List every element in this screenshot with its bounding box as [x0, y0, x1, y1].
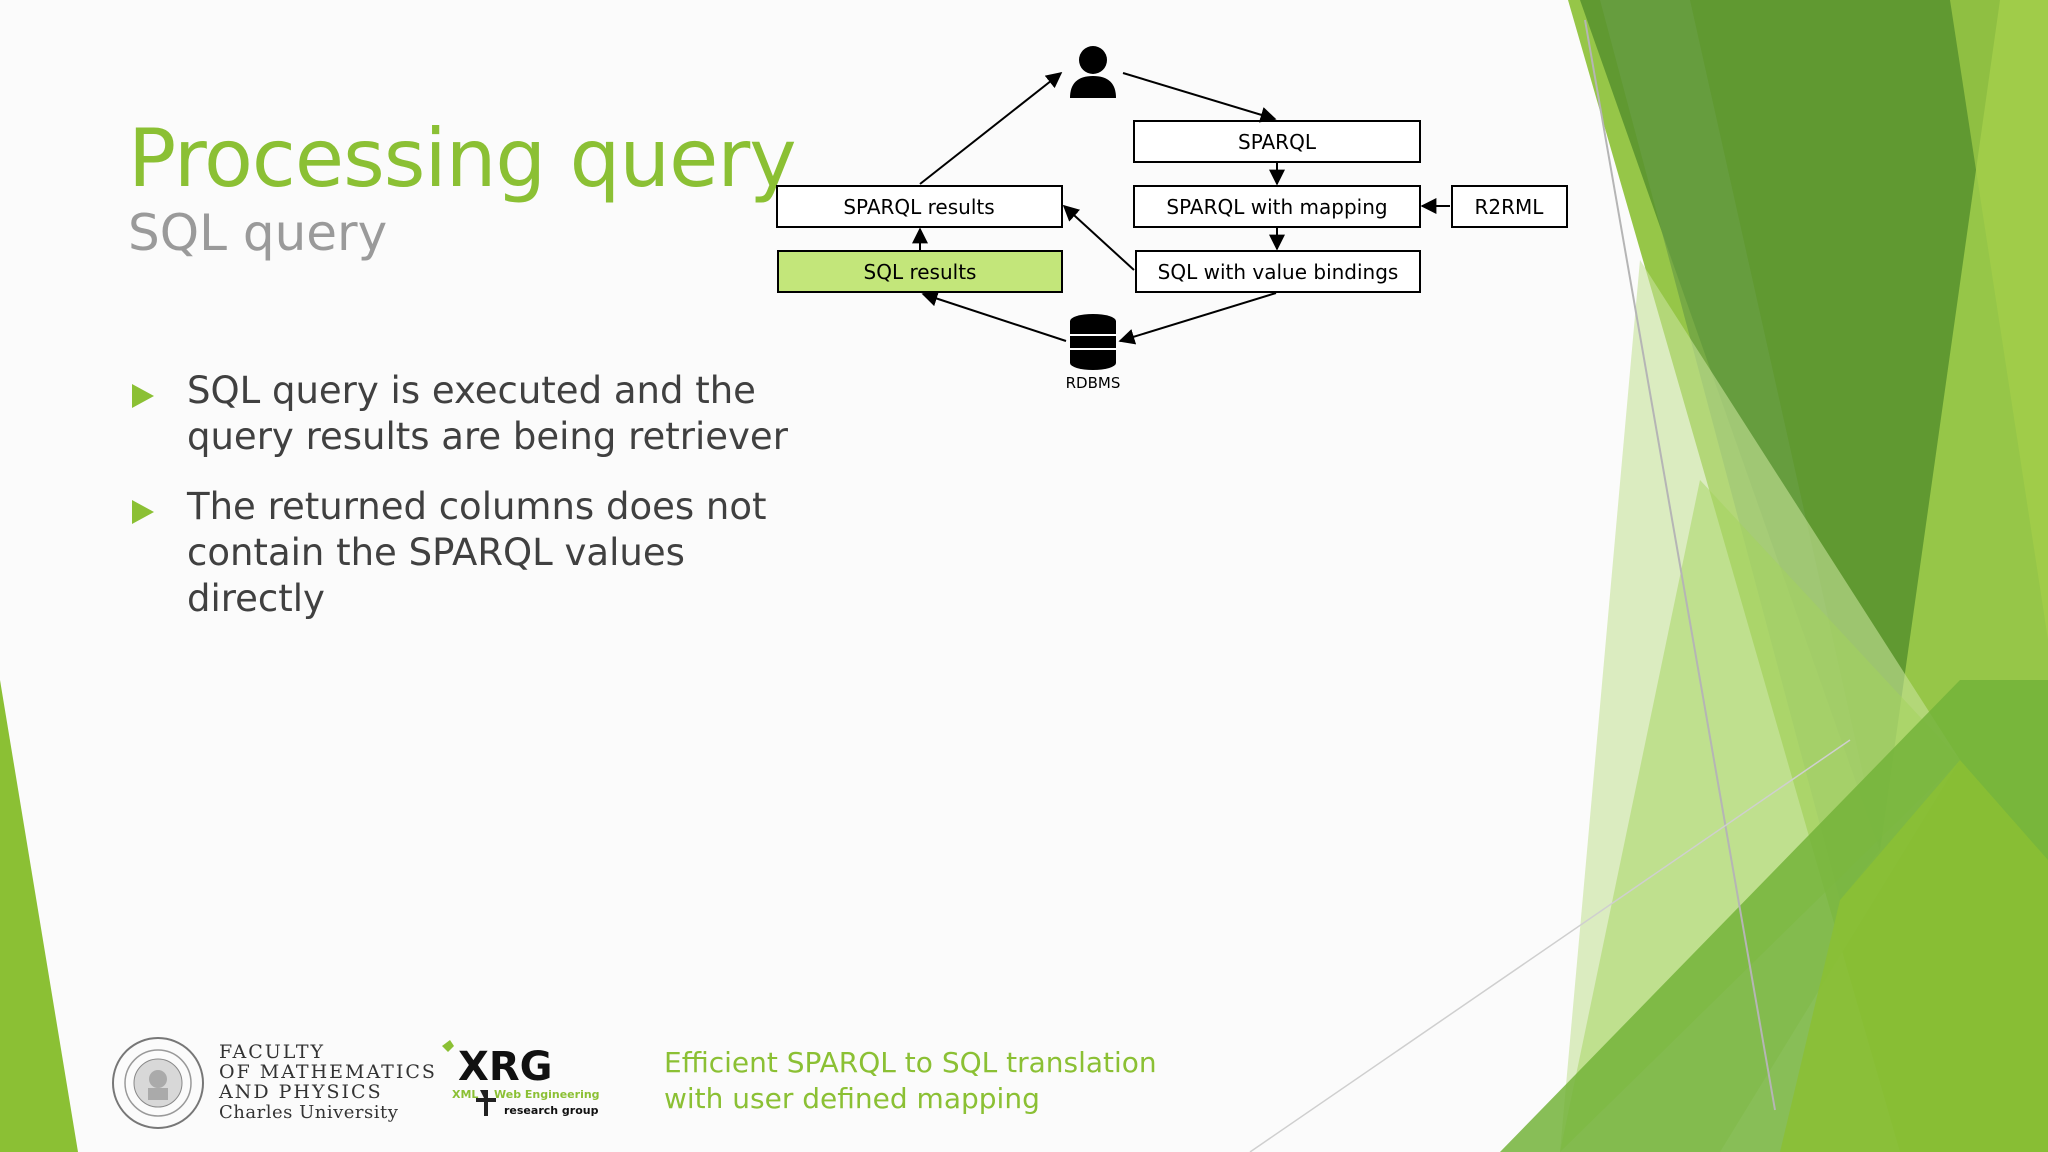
box-r2rml-label: R2RML — [1475, 195, 1545, 219]
box-sparql-mapping: SPARQL with mapping — [1133, 185, 1421, 228]
database-icon — [1070, 314, 1116, 370]
box-sparql-label: SPARQL — [1238, 130, 1317, 154]
box-sparql-results-label: SPARQL results — [843, 195, 994, 219]
slide-title: Processing query — [128, 112, 797, 205]
box-sql-bindings-label: SQL with value bindings — [1158, 260, 1399, 284]
box-sql-results: SQL results — [777, 250, 1063, 293]
footer-caption-line: with user defined mapping — [664, 1082, 1040, 1115]
database-label: RDBMS — [1066, 374, 1121, 392]
bullet-arrow-icon — [132, 384, 154, 408]
faculty-line: FACULTY — [219, 1041, 326, 1063]
box-sql-bindings: SQL with value bindings — [1135, 250, 1421, 293]
xrg-line1: Web Engineering — [494, 1088, 600, 1101]
footer-caption: Efficient SPARQL to SQL translation with… — [664, 1045, 1224, 1117]
bullet-line: contain the SPARQL values directly — [187, 531, 685, 620]
bullet-line: SQL query is executed and the — [187, 369, 756, 412]
faculty-seal-icon — [112, 1037, 204, 1129]
faculty-name: FACULTY OF MATHEMATICS AND PHYSICS Charl… — [219, 1042, 437, 1124]
footer-caption-line: Efficient SPARQL to SQL translation — [664, 1046, 1157, 1079]
bullet-line: The returned columns does not — [187, 485, 767, 528]
user-icon — [1070, 46, 1116, 98]
bullet-item: The returned columns does not contain th… — [130, 484, 830, 622]
bullet-item: SQL query is executed and the query resu… — [130, 368, 830, 460]
bullet-list: SQL query is executed and the query resu… — [130, 368, 830, 646]
box-sparql: SPARQL — [1133, 120, 1421, 163]
box-sparql-results: SPARQL results — [776, 185, 1063, 228]
box-sql-results-label: SQL results — [864, 260, 977, 284]
xrg-line2: research group — [504, 1104, 599, 1117]
faculty-line: AND PHYSICS — [219, 1081, 383, 1103]
university-name: Charles University — [219, 1102, 399, 1123]
bullet-arrow-icon — [132, 500, 154, 524]
bullet-line: query results are being retriever — [187, 415, 788, 458]
box-r2rml: R2RML — [1451, 185, 1568, 228]
faculty-line: OF MATHEMATICS — [219, 1061, 437, 1083]
xrg-logo-text: XRG — [458, 1044, 552, 1090]
xrg-prefix: XML — [452, 1088, 478, 1101]
slide-subtitle: SQL query — [128, 204, 388, 262]
xrg-logo: XRG XML Web Engineering research group — [442, 1040, 600, 1117]
box-sparql-mapping-label: SPARQL with mapping — [1166, 195, 1387, 219]
